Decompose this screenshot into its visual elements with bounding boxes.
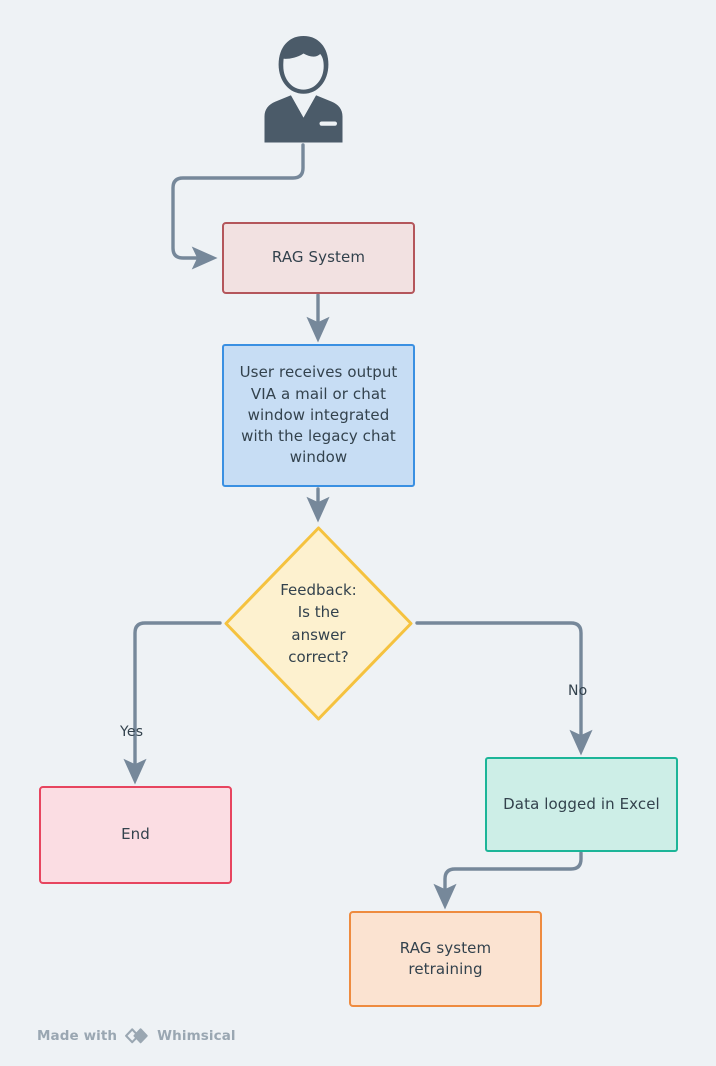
node-data-logged-in-excel-label: Data logged in Excel bbox=[503, 794, 660, 813]
node-feedback-decision[interactable]: Feedback: Is the answer correct? bbox=[222, 524, 415, 723]
node-end-label: End bbox=[121, 825, 150, 844]
edge-data-logged-to-retraining bbox=[433, 851, 583, 910]
user-avatar-icon[interactable] bbox=[256, 33, 351, 145]
footer-made-with-label: Made with bbox=[37, 1028, 118, 1044]
node-rag-system-retraining[interactable]: RAG system retraining bbox=[349, 911, 542, 1007]
whimsical-diamonds-icon bbox=[125, 1028, 148, 1044]
made-with-whimsical-footer[interactable]: Made with Whimsical bbox=[37, 1027, 236, 1045]
edge-feedback-to-data-logged bbox=[415, 621, 593, 756]
node-rag-system[interactable]: RAG System bbox=[222, 222, 415, 294]
node-feedback-decision-label: Feedback: Is the answer correct? bbox=[280, 580, 357, 667]
edge-label-yes: Yes bbox=[120, 724, 144, 740]
node-rag-system-label: RAG System bbox=[271, 248, 366, 267]
footer-brand-label: Whimsical bbox=[157, 1028, 236, 1044]
node-user-receives-output-label: User receives output VIA a mail or chat … bbox=[239, 363, 398, 467]
node-end[interactable]: End bbox=[39, 786, 232, 884]
edge-label-no: No bbox=[568, 683, 588, 699]
diamond-shape bbox=[224, 526, 413, 721]
node-rag-system-retraining-label: RAG system retraining bbox=[399, 938, 492, 978]
person-icon bbox=[264, 36, 343, 143]
node-user-receives-output[interactable]: User receives output VIA a mail or chat … bbox=[222, 344, 415, 487]
node-data-logged-in-excel[interactable]: Data logged in Excel bbox=[485, 757, 678, 852]
edge-feedback-to-end bbox=[123, 621, 222, 785]
